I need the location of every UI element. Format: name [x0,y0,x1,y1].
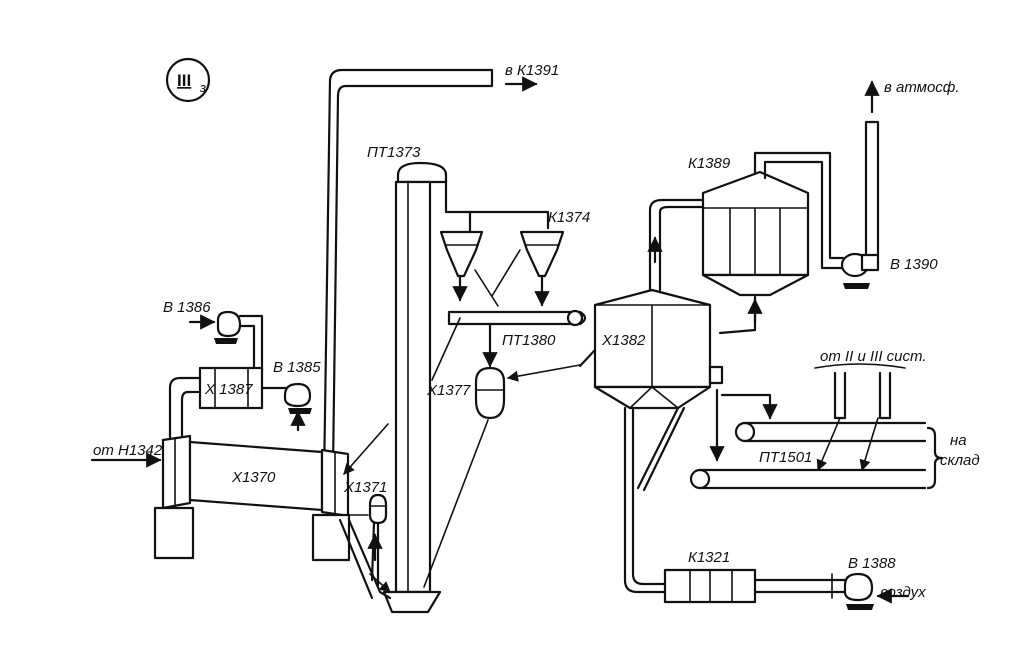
label-k1321: К1321 [688,549,730,566]
bucket-elevator-pt1373 [382,161,448,614]
system-mark-text: III [177,71,191,90]
label-x1371: Х1371 [343,479,387,496]
label-b1386: В 1386 [163,299,211,316]
label-x1387: Х 1387 [204,381,253,398]
label-atmosphere: в атмосф. [884,79,960,96]
label-from-systems: от II и III сист. [820,348,927,365]
label-x1382: Х1382 [601,332,646,349]
label-to-warehouse-2: склад [940,452,980,469]
conveyor-pt1501 [689,363,944,490]
label-b1385: В 1385 [273,359,321,376]
label-x1370: Х1370 [231,469,276,486]
drum-dryer-x1370 [90,423,389,562]
system-mark-sub: з [199,80,206,95]
exhaust-duct-to-k1391 [322,68,538,482]
label-to-warehouse-1: на [950,432,967,449]
label-pt1380: ПТ1380 [502,332,556,349]
cooler-x1382 [578,288,724,410]
cyclones-k1374 [439,178,565,307]
feeder-x1371 [338,493,392,600]
label-air: воздух [880,584,926,601]
label-b1388: В 1388 [848,555,896,572]
mixer-x1377 [423,317,581,588]
heater-k1321 [623,406,910,610]
label-k1374: К1374 [548,209,590,226]
label-pt1501: ПТ1501 [759,449,812,466]
label-k1391: в К1391 [505,62,559,79]
bag-filter-k1389 [647,80,880,335]
air-heater-group [168,310,312,442]
label-x1377: Х1377 [426,382,471,399]
system-mark: III з [165,57,211,103]
label-k1389: К1389 [688,155,731,172]
label-b1390: В 1390 [890,256,938,273]
conveyor-pt1380 [447,309,587,368]
label-pt1373: ПТ1373 [367,144,421,161]
label-from-n1342: от Н1342 [93,442,163,459]
